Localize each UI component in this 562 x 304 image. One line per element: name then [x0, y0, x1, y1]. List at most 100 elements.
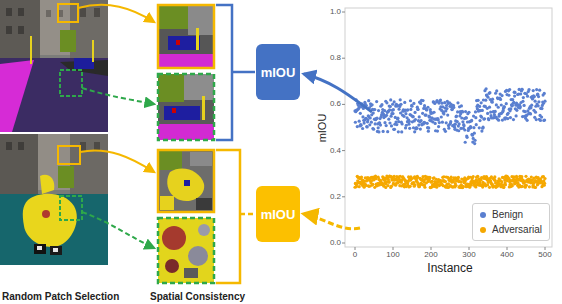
- data-point: [480, 129, 483, 132]
- chart-frame: [345, 8, 552, 247]
- data-point: [373, 108, 376, 111]
- data-point: [493, 175, 496, 178]
- tick-label: 400: [500, 251, 513, 260]
- street-image: [42, 210, 50, 218]
- data-point: [469, 125, 472, 128]
- data-point: [385, 101, 388, 104]
- data-point: [527, 88, 530, 91]
- segmentation-patch: [168, 36, 200, 50]
- data-point: [461, 186, 464, 189]
- street-image: [0, 0, 108, 132]
- data-point: [543, 92, 546, 95]
- data-point: [361, 115, 364, 118]
- data-point: [481, 185, 484, 188]
- data-point: [461, 185, 464, 188]
- data-point: [495, 89, 498, 92]
- data-point: [424, 114, 427, 117]
- data-point: [428, 115, 431, 118]
- data-point: [389, 105, 392, 108]
- data-point: [371, 183, 374, 186]
- street-image: [18, 26, 24, 34]
- tick-mark: [545, 247, 546, 250]
- data-point: [478, 119, 481, 122]
- data-point: [530, 104, 533, 107]
- data-point: [452, 106, 455, 109]
- data-point: [529, 112, 532, 115]
- data-point: [537, 100, 540, 103]
- data-point: [372, 128, 375, 131]
- data-point: [504, 183, 507, 186]
- data-point: [512, 118, 515, 121]
- legend-text: Adversarial: [492, 224, 542, 235]
- data-point: [441, 121, 444, 124]
- data-point: [359, 112, 362, 115]
- data-point: [513, 94, 516, 97]
- data-point: [500, 94, 503, 97]
- data-point: [542, 119, 545, 122]
- data-point: [396, 117, 399, 120]
- data-point: [392, 128, 395, 131]
- data-point: [372, 108, 375, 111]
- street-image: [0, 0, 108, 132]
- data-point: [457, 176, 460, 179]
- data-point: [442, 112, 445, 115]
- segmentation-patch: [184, 180, 190, 186]
- data-point: [372, 111, 375, 114]
- data-point: [385, 114, 388, 117]
- data-point: [460, 116, 463, 119]
- street-image: [94, 8, 100, 17]
- data-point: [397, 130, 400, 133]
- segmentation-patch: [184, 268, 198, 278]
- data-point: [355, 185, 358, 188]
- data-point: [454, 184, 457, 187]
- tick-mark: [342, 196, 345, 197]
- street-image: [0, 134, 108, 265]
- data-point: [539, 119, 542, 122]
- segmentation-patch: [198, 224, 210, 236]
- street-image: [80, 8, 86, 17]
- data-point: [524, 175, 527, 178]
- bracket: [216, 150, 240, 283]
- data-point: [534, 111, 537, 114]
- data-point: [473, 142, 476, 145]
- data-point: [375, 100, 378, 103]
- data-point: [464, 116, 467, 119]
- street-image: [23, 194, 77, 247]
- data-point: [486, 96, 489, 99]
- data-point: [377, 109, 380, 112]
- street-image: [58, 166, 74, 188]
- data-point: [460, 104, 463, 107]
- data-point: [463, 128, 466, 131]
- data-point: [461, 110, 464, 113]
- street-image: [0, 134, 108, 265]
- segmentation-patch: [184, 74, 214, 100]
- segmentation-patch: [165, 259, 179, 273]
- data-point: [489, 110, 492, 113]
- segmentation-patch: [172, 108, 176, 113]
- data-point: [483, 117, 486, 120]
- data-point: [402, 115, 405, 118]
- data-point: [532, 94, 535, 97]
- data-point: [404, 112, 407, 115]
- data-point: [389, 98, 392, 101]
- data-point: [399, 98, 402, 101]
- section-label: Spatial Consistency: [150, 291, 245, 302]
- data-point: [397, 120, 400, 123]
- data-point: [497, 119, 500, 122]
- segmentation-patch: [202, 96, 205, 120]
- data-point: [426, 106, 429, 109]
- data-point: [491, 186, 494, 189]
- segmentation-patch: [158, 74, 184, 102]
- data-point: [416, 108, 419, 111]
- tick-label: 0.2: [330, 192, 341, 201]
- data-point: [392, 108, 395, 111]
- data-point: [484, 99, 487, 102]
- patch-arrow: [82, 212, 154, 248]
- tick-label: 1.0: [330, 8, 341, 17]
- data-point: [375, 117, 378, 120]
- data-point: [415, 127, 418, 130]
- bracket: [216, 5, 232, 140]
- bracket: [240, 213, 255, 216]
- data-point: [436, 129, 439, 132]
- data-point: [528, 185, 531, 188]
